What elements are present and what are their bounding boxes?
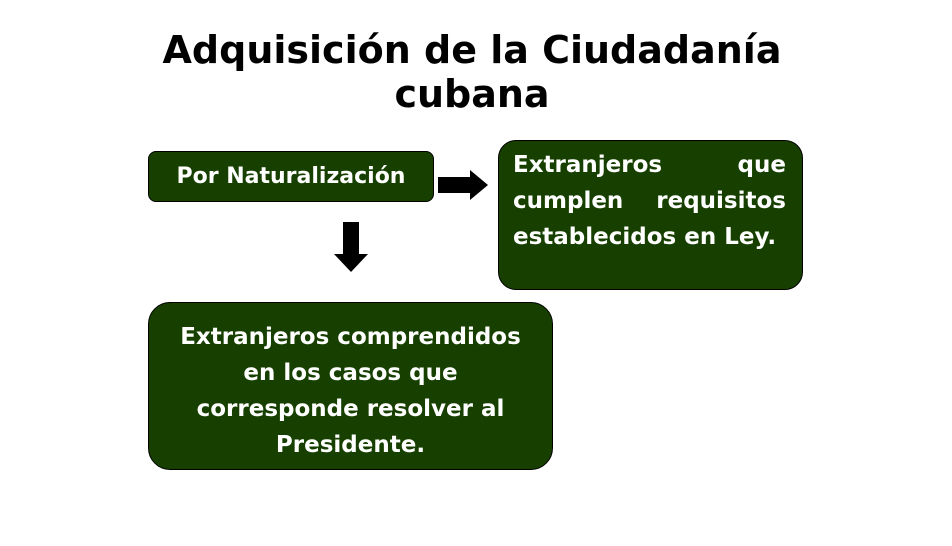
box-requisitos-ley: Extranjeros que cumplen requisitos estab… — [498, 140, 803, 290]
box-text: Extranjeros comprendidos en los casos qu… — [180, 324, 521, 458]
arrow-down-icon — [334, 222, 368, 272]
box-casos-presidente: Extranjeros comprendidos en los casos qu… — [148, 302, 553, 470]
slide-title: Adquisición de la Ciudadanía cubana — [162, 28, 782, 116]
arrow-right-icon — [438, 170, 488, 200]
box-label: Por Naturalización — [176, 164, 406, 189]
box-por-naturalizacion: Por Naturalización — [148, 151, 434, 202]
box-text: Extranjeros que cumplen requisitos estab… — [513, 152, 786, 250]
